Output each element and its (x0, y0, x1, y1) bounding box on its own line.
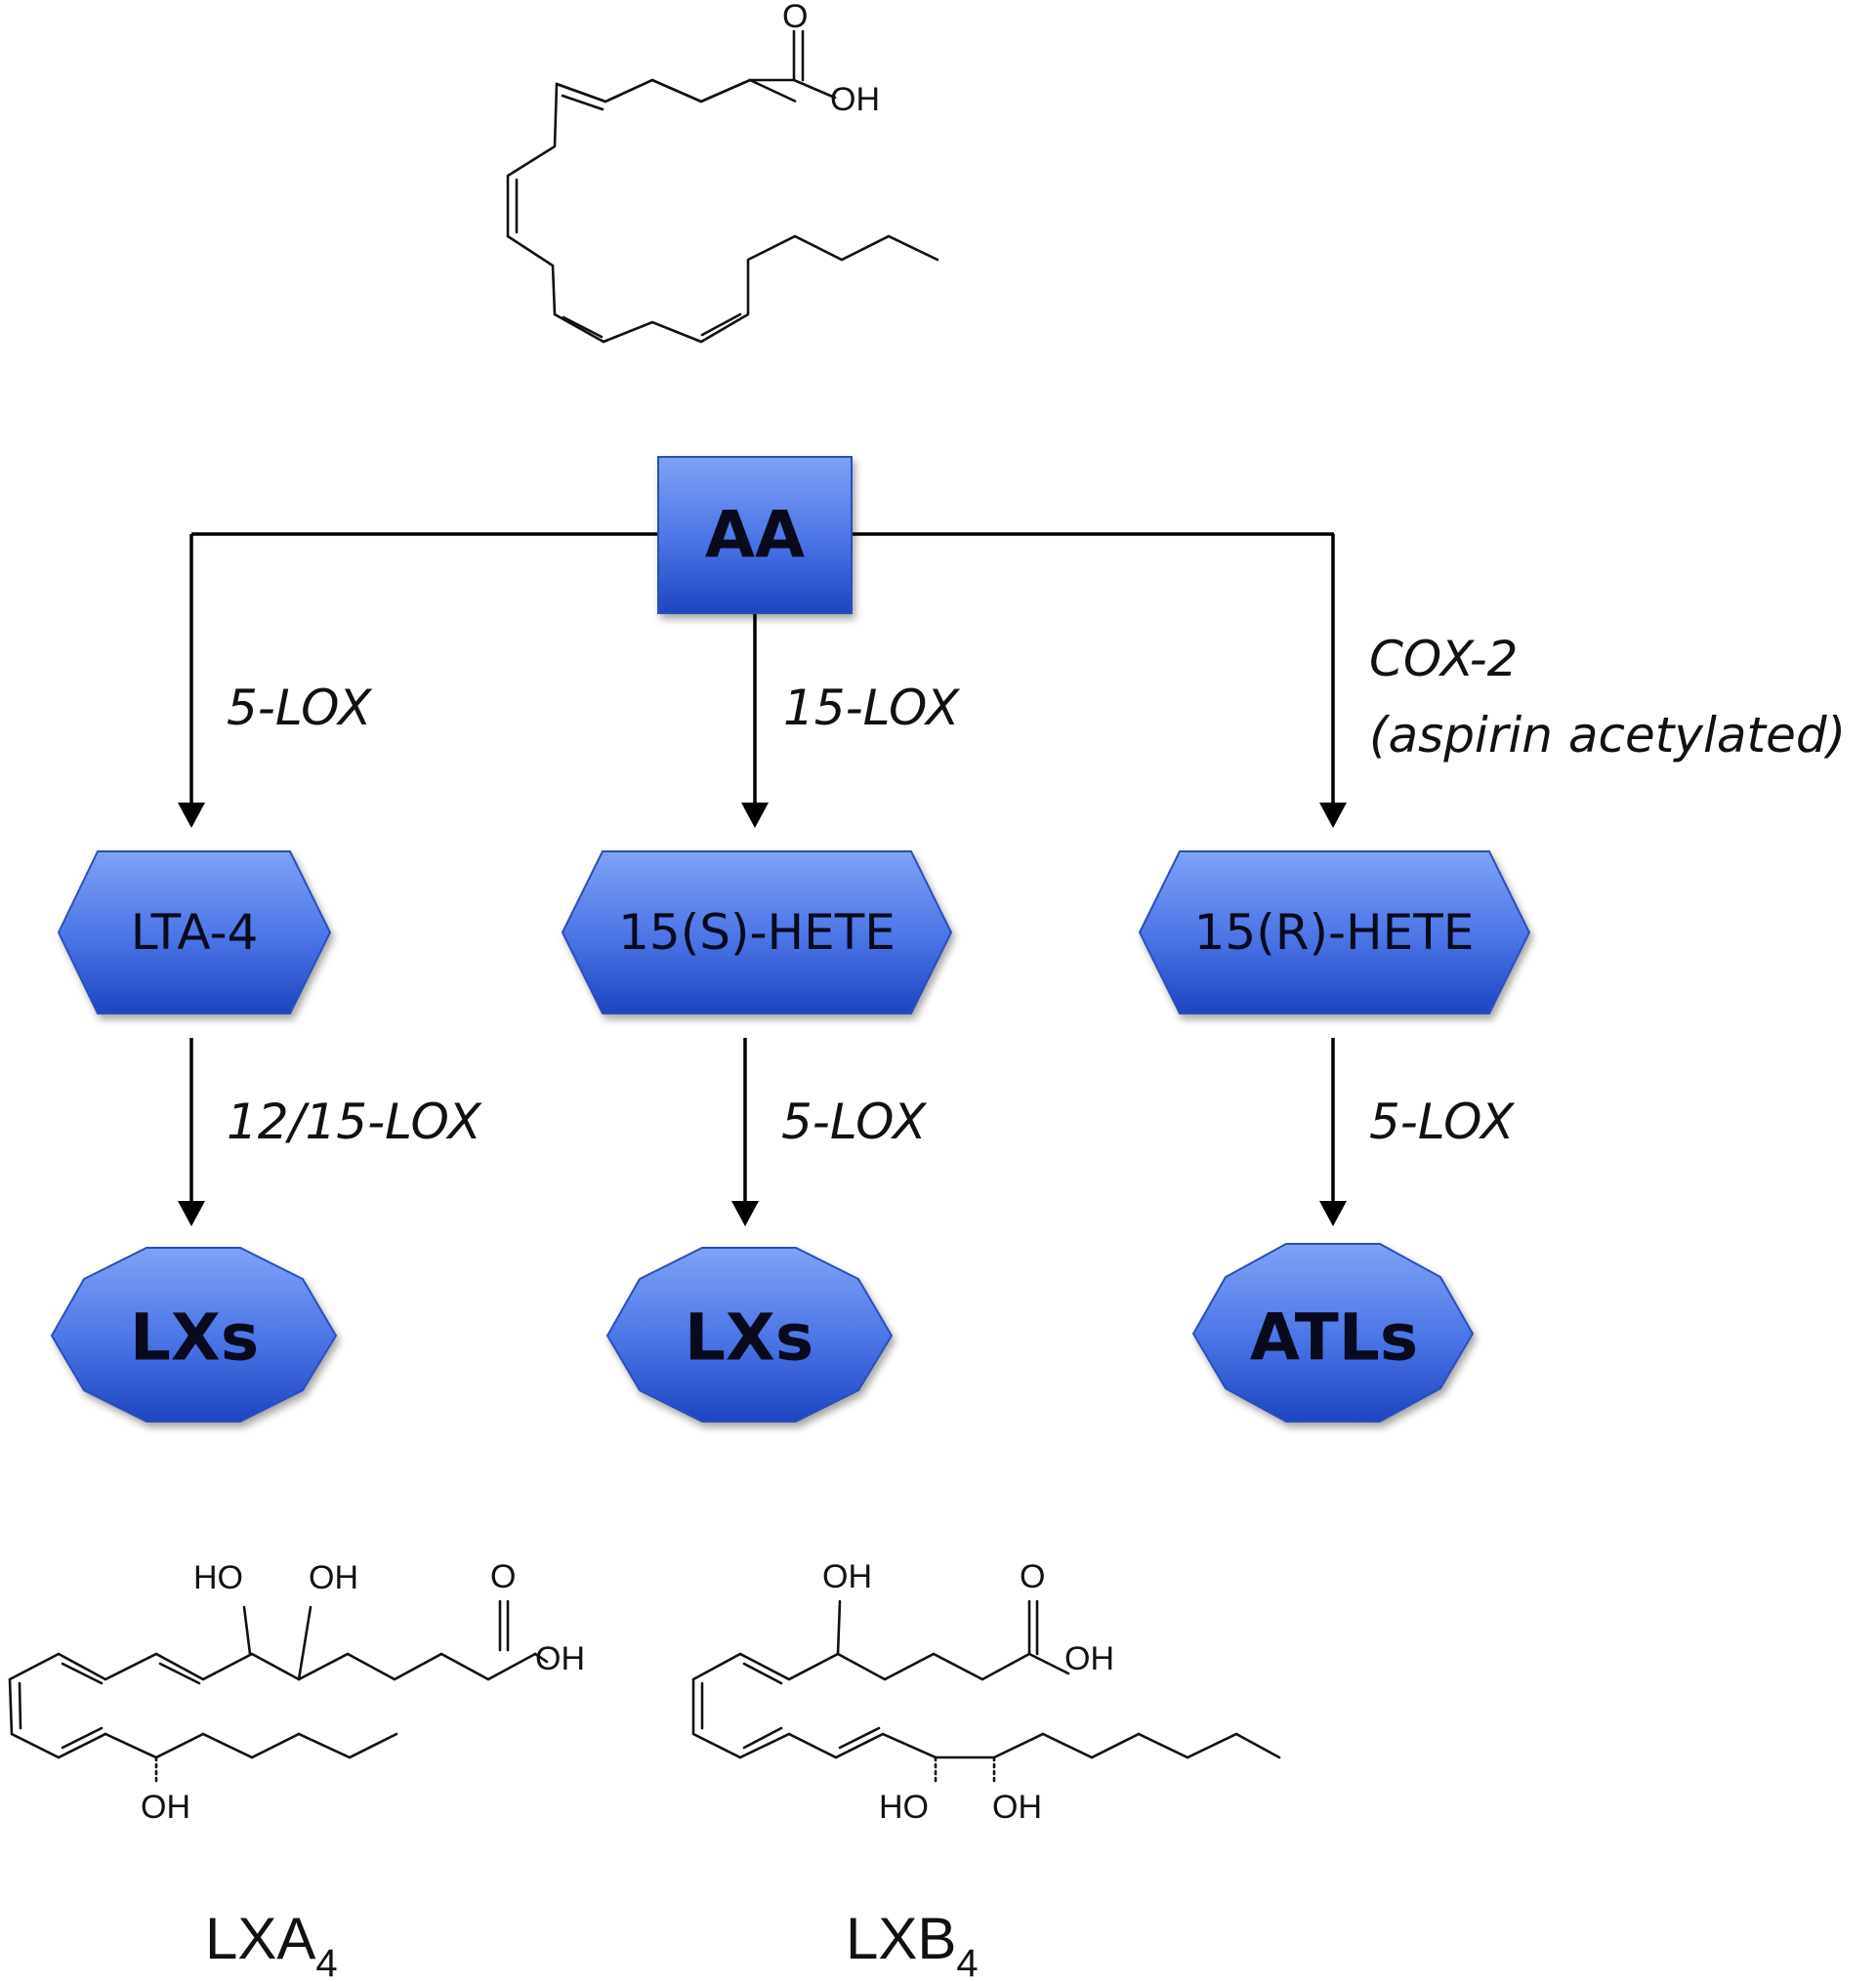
aa-o-label: O (782, 0, 808, 35)
node-15r-hete: 15(R)-HETE (1138, 850, 1531, 1014)
node-atls-label: ATLs (1250, 1301, 1418, 1376)
node-lxs-1-label: LXs (130, 1301, 259, 1376)
node-aa-label: AA (705, 498, 805, 573)
lxa4-oh-label-3: OH (141, 1789, 190, 1826)
node-15r-hete-label: 15(R)-HETE (1194, 904, 1475, 961)
arrowhead-lta4 (178, 803, 205, 828)
arrowhead-lxs-2 (731, 1201, 759, 1226)
arrowhead-hete-r (1319, 803, 1347, 828)
node-lxs-2-label: LXs (685, 1301, 813, 1376)
label-aa-to-hete-r-note: (aspirin acetylated) (1369, 707, 1846, 764)
node-15s-hete: 15(S)-HETE (561, 850, 953, 1014)
lxa4-caption: LXA4 (205, 1906, 338, 1982)
lxa4-ho-label: HO (193, 1559, 243, 1596)
lxb4-oh-label-3: OH (992, 1789, 1042, 1826)
lxb4-ho-label: HO (879, 1789, 929, 1826)
lxa4-oh-label-1: OH (309, 1559, 358, 1596)
lxb4-o-label: O (1020, 1558, 1045, 1595)
label-aa-to-hete-s: 15-LOX (783, 680, 961, 736)
lxb4-structure (691, 1599, 1281, 1785)
node-lta4-label: LTA-4 (131, 904, 259, 961)
node-lxs-2: LXs (605, 1247, 894, 1423)
node-lxs-1: LXs (50, 1247, 338, 1423)
lxb4-oh-label-2: OH (1064, 1640, 1114, 1677)
label-lta4-to-lxs: 12/15-LOX (227, 1094, 482, 1150)
lxb4-caption: LXB4 (846, 1906, 979, 1982)
aa-oh-label: OH (830, 81, 880, 118)
arrowheads (178, 803, 1347, 1226)
lxa4-oh-label-2: OH (535, 1640, 585, 1677)
label-hete-s-to-lxs: 5-LOX (781, 1094, 928, 1150)
arrowhead-atls (1319, 1201, 1347, 1226)
node-lta4: LTA-4 (57, 850, 332, 1014)
label-aa-to-hete-r-enzyme: COX-2 (1369, 631, 1518, 687)
node-15s-hete-label: 15(S)-HETE (618, 904, 896, 961)
label-aa-to-lta4: 5-LOX (227, 680, 373, 736)
arrowhead-lxs-1 (178, 1201, 205, 1226)
label-hete-r-to-atls: 5-LOX (1369, 1094, 1516, 1150)
lxa4-structure (8, 1599, 549, 1785)
lxa4-o-label: O (490, 1558, 516, 1595)
node-atls: ATLs (1191, 1243, 1475, 1423)
node-aa: AA (657, 456, 853, 614)
arachidonic-acid-structure (506, 29, 939, 344)
lxb4-oh-label-1: OH (822, 1558, 872, 1595)
pathway-connectors (189, 532, 1335, 1203)
arrowhead-hete-s (741, 803, 769, 828)
